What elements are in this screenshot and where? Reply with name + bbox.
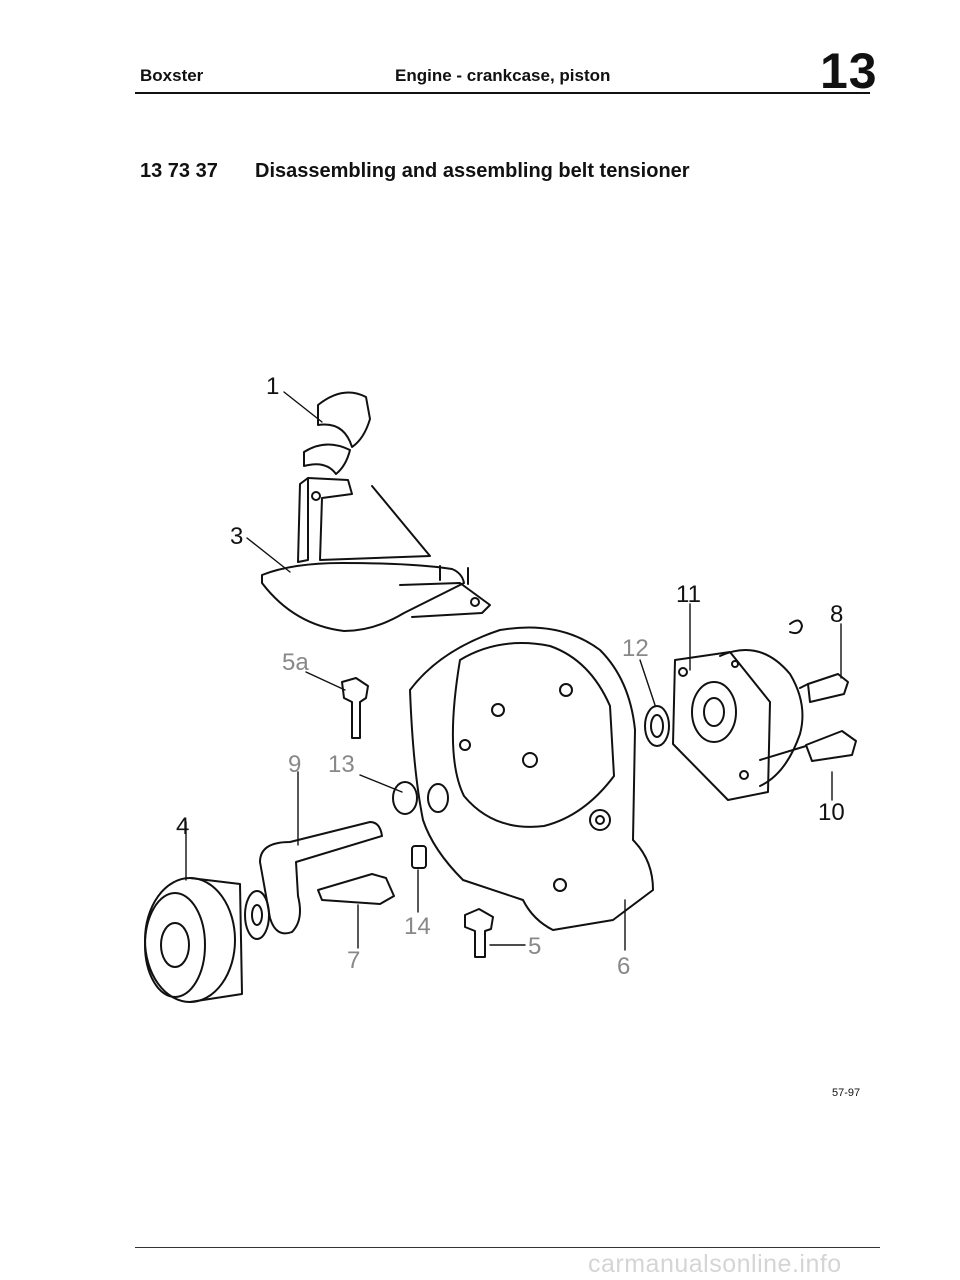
seal-ring [644,705,670,747]
section-title: Disassembling and assembling belt tensio… [255,160,690,182]
callout-8: 8 [830,601,843,628]
callout-12: 12 [622,635,649,662]
spacer-ring [244,890,270,940]
callout-5a: 5a [282,649,309,676]
section-code: 13 73 37 [140,160,218,182]
bolt-7 [317,873,395,905]
watermark: carmanualsonline.info [588,1250,842,1278]
footer-rule [135,1247,880,1248]
bushing-14 [411,845,427,869]
header-chapter-title: Engine - crankcase, piston [395,66,611,85]
header-model: Boxster [140,66,204,85]
tensioner-unit [672,649,804,801]
callout-4: 4 [176,813,189,840]
bolt-5a [341,677,369,739]
callout-10: 10 [818,799,845,826]
header-rule [135,92,870,94]
crankcase-housing [409,626,654,931]
callout-11: 11 [676,581,701,608]
leader-lines [185,391,842,951]
bolt-8 [799,673,849,703]
callout-14: 14 [404,913,431,940]
header-chapter-number: 13 [820,43,878,99]
tensioner-pulley [144,877,243,1003]
belt-guard-bracket [261,391,491,632]
callout-6: 6 [617,953,630,980]
bushing-13 [392,781,418,815]
callout-3: 3 [230,523,243,550]
bolt-10 [759,730,857,762]
callout-5: 5 [528,933,541,960]
tensioner-lever [259,821,383,935]
callout-1: 1 [266,373,279,400]
bolt-5 [464,908,494,958]
callout-9: 9 [288,751,301,778]
figure-code: 57-97 [832,1087,861,1099]
callout-7: 7 [347,947,360,974]
callout-13: 13 [328,751,355,778]
